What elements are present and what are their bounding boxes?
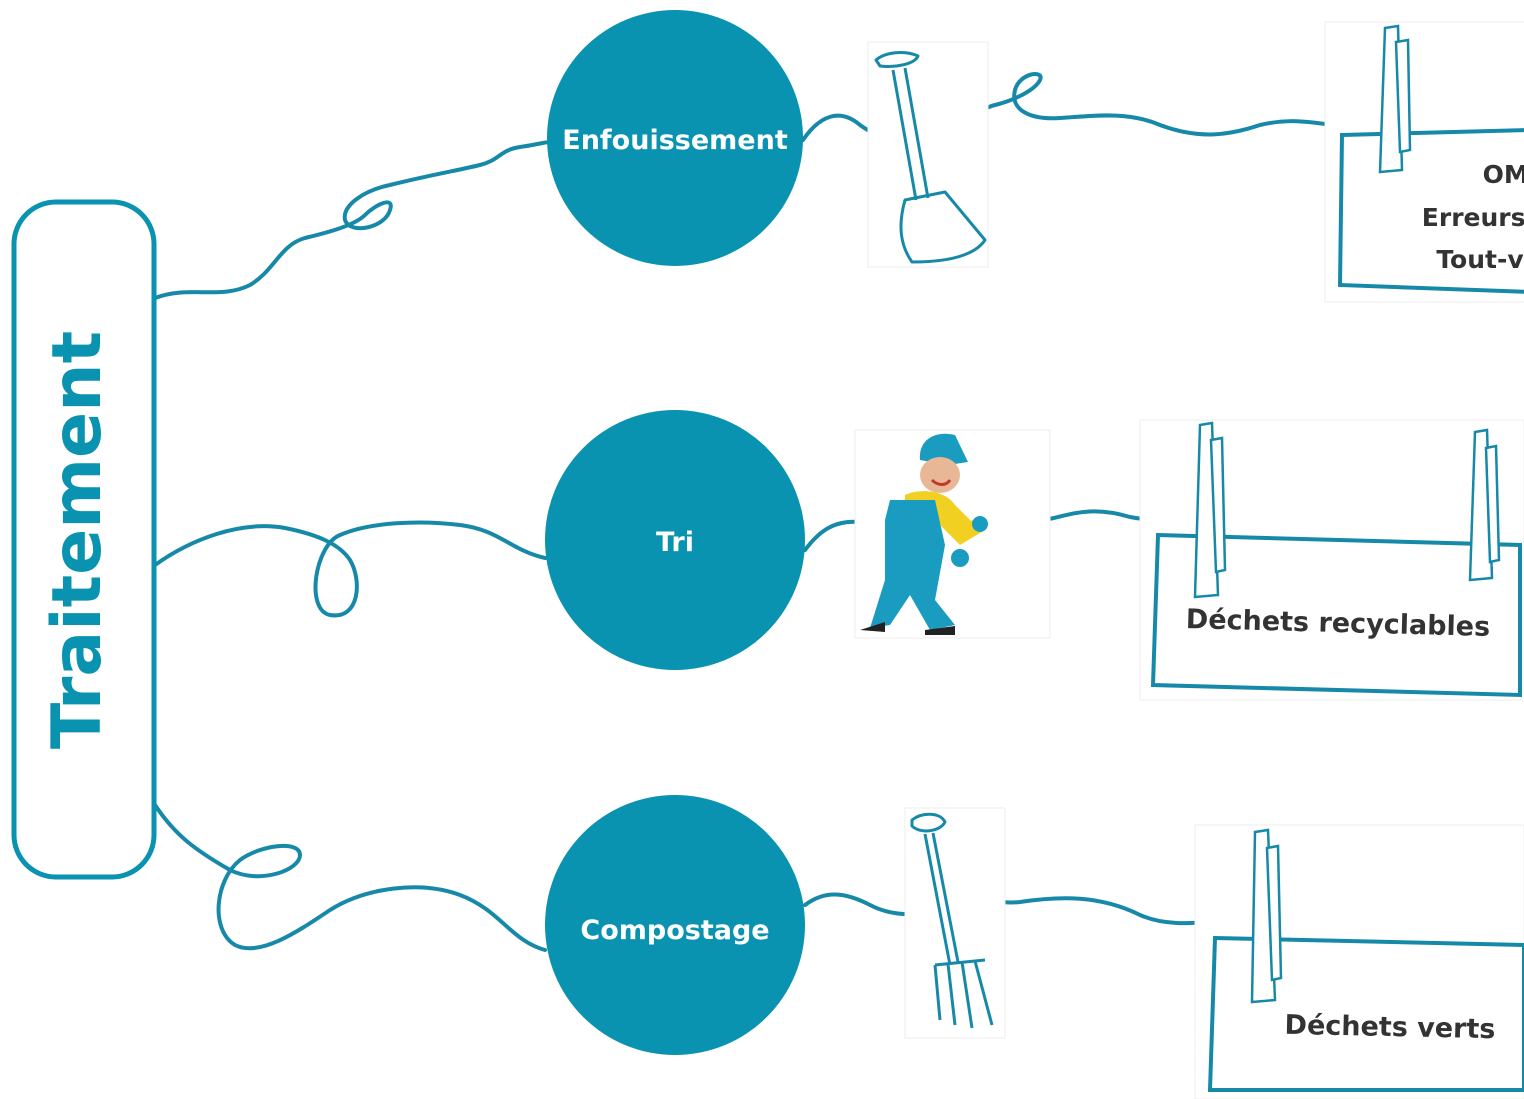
root-connectors [153, 140, 552, 952]
worker-icon [854, 429, 1051, 639]
circle-tri [545, 410, 805, 670]
circle-label: Tri [656, 527, 694, 558]
card-line: Erreurs [1422, 203, 1524, 232]
circle-label: Enfouissement [562, 125, 788, 156]
root-box [11, 199, 157, 880]
connector-enfouissement [153, 140, 552, 300]
circle-enfouissement [547, 10, 803, 266]
branch-tri: Tri [545, 410, 805, 670]
card-line: Tout-v [1436, 245, 1523, 274]
clothespin-icon [1193, 421, 1227, 599]
clothespin-icon [1468, 428, 1501, 582]
circle-compostage [545, 795, 805, 1055]
card-enfouissement: OM Erreurs Tout-v [1324, 21, 1524, 303]
card-line: OM [1483, 160, 1524, 189]
pitchfork-icon [904, 807, 1006, 1039]
clothespin-icon [1250, 828, 1283, 1004]
circle-label: Compostage [580, 915, 769, 946]
clothespin-icon [1378, 24, 1412, 174]
card-compostage: Déchets verts [1194, 824, 1524, 1099]
connector-compostage [153, 803, 547, 952]
svg-text:OM Erreurs Tout-v: OM Erreurs Tout-v [1422, 160, 1524, 274]
shovel-icon [867, 41, 989, 268]
root-label: Traitement [38, 331, 117, 749]
card-line: Déchets verts [1284, 1010, 1495, 1045]
connector-tri [153, 520, 547, 618]
card-tri: Déchets recyclables [1139, 419, 1524, 701]
branch-enfouissement: Enfouissement [547, 10, 803, 266]
branch-compostage: Compostage [545, 795, 805, 1055]
